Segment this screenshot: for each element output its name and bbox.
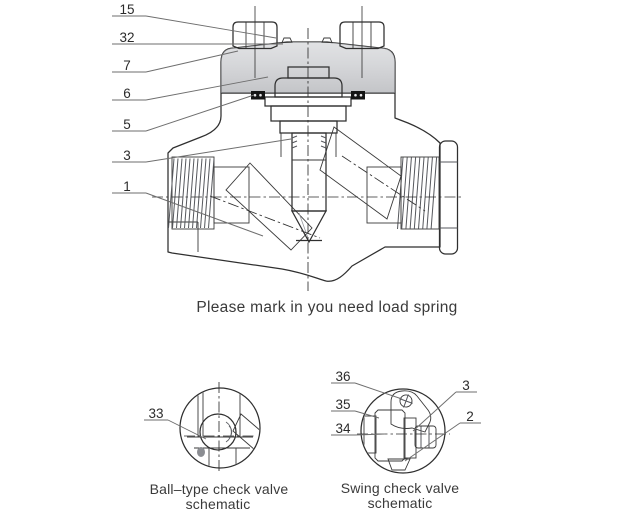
disc-nut: [414, 425, 437, 449]
ball-caption-line1: Ball–type check valve: [150, 481, 289, 497]
callout-2: 2: [404, 409, 481, 462]
seat-corner: [197, 447, 205, 457]
main-valve-callouts: 15 32 7 6 5: [112, 2, 292, 237]
callout-label: 33: [148, 406, 163, 421]
swing-caption-line2: schematic: [368, 495, 433, 511]
swing-schematic-circle: [360, 388, 446, 474]
callout-label: 32: [119, 30, 134, 45]
ball-schematic: 33 Ball–type check valve schematic: [144, 382, 288, 512]
hinge-bracket: [390, 390, 432, 433]
bolt-right: [339, 21, 385, 50]
callout-7: 7: [112, 50, 239, 73]
ball-outlet-passage: [232, 413, 260, 451]
bonnet-pin-left: [281, 37, 293, 44]
callout-6: 6: [112, 76, 269, 101]
callout-label: 34: [335, 421, 351, 436]
seat-ring: [403, 417, 417, 459]
callout-label: 15: [119, 2, 134, 17]
callout-label: 1: [123, 179, 131, 194]
callout-label: 2: [466, 409, 474, 424]
spring-housing-cap: [274, 77, 343, 98]
right-port-threads: [397, 156, 440, 230]
callout-label: 5: [123, 117, 131, 132]
callout-label: 36: [335, 369, 350, 384]
stem-top: [287, 66, 330, 79]
callout-32: 32: [112, 30, 283, 45]
disc-body: [374, 409, 406, 462]
callout-36: 36: [331, 369, 403, 400]
ball-caption-line2: schematic: [186, 496, 251, 512]
bonnet-pin-right: [321, 37, 333, 44]
callout-15: 15: [112, 2, 277, 39]
valve-body: [167, 92, 441, 282]
callout-5: 5: [112, 94, 255, 132]
callout-3b: 3: [412, 378, 477, 432]
hinge-lower-arm: [387, 458, 411, 471]
callout-label: 3: [462, 378, 470, 393]
ball-schematic-circle: [179, 387, 261, 469]
main-valve-drawing: 15 32 7 6 5: [112, 2, 462, 291]
inlet-passage: [225, 162, 313, 251]
callout-33: 33: [144, 406, 207, 440]
callout-label: 35: [335, 397, 350, 412]
left-port-threads: [168, 156, 215, 230]
callout-label: 7: [123, 58, 131, 73]
main-caption: Please mark in you need load spring: [196, 299, 457, 316]
gasket-right: [351, 91, 365, 100]
callout-35: 35: [331, 397, 380, 419]
callout-34: 34: [331, 421, 386, 436]
swing-schematic: 36 35 34 3 2 Swing check valve schematic: [331, 369, 481, 511]
gasket-left: [251, 91, 265, 100]
check-ball: [199, 413, 237, 451]
callout-1: 1: [112, 179, 264, 237]
right-port-bore: [366, 166, 402, 224]
piston-cone: [290, 210, 328, 244]
piston: [290, 132, 328, 244]
callout-label: 3: [123, 148, 131, 163]
guide-step: [279, 120, 338, 134]
swing-caption-line1: Swing check valve: [341, 480, 460, 496]
callout-label: 6: [123, 86, 131, 101]
guide-block: [270, 105, 347, 122]
centerlines: [152, 6, 462, 291]
callout-3: 3: [112, 138, 292, 163]
right-end-cap: [438, 140, 459, 255]
hinge-pin: [399, 394, 413, 408]
left-port-bore: [213, 166, 250, 224]
outlet-passage: [319, 126, 402, 220]
